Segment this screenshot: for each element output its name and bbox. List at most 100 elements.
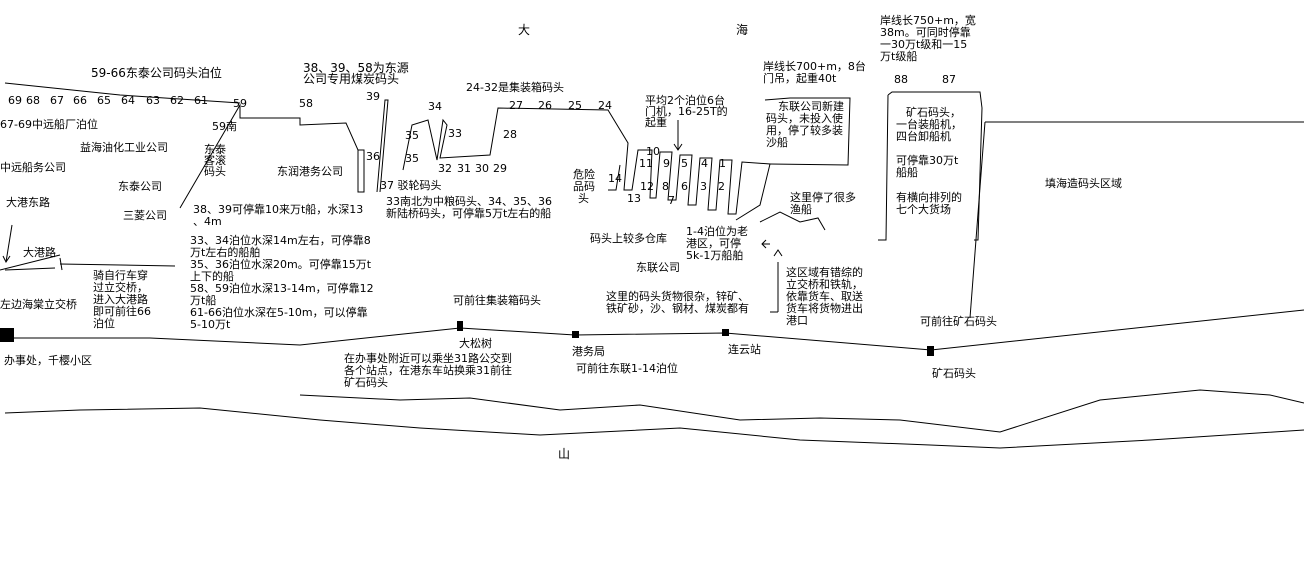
label-dagang-rd: 大港路 [23, 246, 56, 259]
label-donglian-co: 东联公司 [636, 261, 680, 274]
label-old-port-3: 5k-1万船舶 [686, 249, 744, 262]
west-coastline [4, 82, 241, 104]
arrow-avg-cranes-head [673, 143, 683, 151]
label-gangwuju: 港务局 [572, 345, 605, 358]
label-to-container: 可前往集装箱码头 [453, 294, 541, 307]
ore-pier-left [878, 94, 889, 241]
label-bike-3: 进入大港路 [93, 293, 148, 306]
fishing-coast [759, 211, 826, 231]
arrow-dagang-east-head [2, 255, 11, 263]
label-railway-4: 货车将货物进出 [786, 302, 863, 315]
berth-24: 24 [598, 99, 612, 112]
label-dock33-2: 新陆桥码头，可停靠5万t左右的船 [386, 207, 552, 220]
label-berth-info-3: 35、36泊位水深20m。可停靠15万t [190, 258, 372, 271]
label-berth-info-7: 61-66泊位水深在5-10m，可以停靠 [190, 306, 368, 319]
label-donglian-new-2: 码头，未投入使 [766, 112, 843, 125]
label-dongtai-co: 东泰公司 [118, 180, 162, 193]
dasongshu-marker [457, 321, 463, 331]
label-berth-30w-2: 船船 [896, 166, 918, 179]
label-to-ore: 可前往矿石码头 [920, 315, 997, 328]
mountain-label: 山 [558, 447, 571, 461]
label-bike-5: 泊位 [93, 317, 115, 330]
berth-61: 61 [194, 94, 208, 107]
berth-13: 13 [627, 192, 641, 205]
berth-1: 1 [719, 157, 726, 170]
mountain-ridge [299, 389, 1304, 433]
label-dangerous-2: 品码 [573, 180, 595, 193]
dagang-road-4 [4, 267, 56, 271]
berth-87: 87 [942, 73, 956, 86]
label-railway-1: 这区域有错综的 [786, 266, 863, 279]
label-donglian-new-3: 用，停了较多装 [766, 124, 843, 137]
label-ore-dock-3: 四台卸船机 [896, 130, 951, 143]
label-berth59-south: 59南 [212, 120, 237, 133]
label-avg-cranes-1: 平均2个泊位6台 [645, 94, 725, 107]
label-storage-2: 七个大货场 [896, 203, 951, 216]
berth-33: 33 [448, 127, 462, 140]
pier-34-outline [402, 107, 771, 221]
arrow-dagang-east [5, 224, 13, 263]
label-storage-1: 有横向排列的 [896, 191, 962, 204]
label-container-24-32: 24-32是集装箱码头 [466, 81, 564, 94]
label-dongtai-berth: 59-66东泰公司码头泊位 [91, 66, 222, 80]
dagang-road-3 [59, 263, 176, 267]
label-dangerous-1: 危险 [573, 168, 595, 181]
label-warehouse: 码头上较多仓库 [590, 232, 667, 245]
label-reclaim: 填海造码头区域 [1045, 177, 1122, 190]
main-road [8, 309, 1304, 351]
label-ferry37: 37 驳轮码头 [380, 179, 442, 192]
berth-59: 59 [233, 97, 247, 110]
label-dock33-1: 33南北为中粮码头、34、35、36 [386, 195, 552, 208]
label-dongtai-passenger-3: 码头 [204, 165, 226, 178]
label-to-donglian: 可前往东联1-14泊位 [576, 362, 678, 375]
label-avg-cranes-2: 门机，16-25T的 [645, 105, 728, 118]
label-dongyuan-2: 公司专用煤炭码头 [303, 72, 400, 86]
label-shoreline-750-3: 一30万t级和一15 [880, 38, 968, 51]
label-railway-3: 依靠货车、取送 [786, 290, 863, 303]
label-berth38-39-2: 、4m [193, 215, 222, 228]
label-bus-route-2: 各个站点，在港东车站换乘31前往 [344, 364, 512, 377]
berth-66: 66 [73, 94, 87, 107]
label-dongrun: 东润港务公司 [277, 165, 343, 178]
berth-35b: 35 [405, 152, 419, 165]
berth-88: 88 [894, 73, 908, 86]
pier-59-outline [179, 103, 365, 209]
label-left-bridge: 左边海棠立交桥 [0, 298, 77, 311]
berth-4: 4 [701, 157, 708, 170]
label-cosco-shipping: 中远船务公司 [0, 161, 66, 174]
label-ore-dock-2: 一台装船机， [896, 118, 962, 131]
label-shoreline-750-4: 万t级船 [880, 50, 918, 63]
label-ore-dock-1: 矿石码头， [906, 106, 961, 119]
berth-58: 58 [299, 97, 313, 110]
label-office: 办事处，千樱小区 [4, 354, 92, 367]
berth-29: 29 [493, 162, 507, 175]
label-bike-2: 过立交桥， [93, 281, 148, 294]
label-dongtai-passenger-2: 客滚 [204, 154, 226, 167]
label-berth-info-5: 58、59泊位水深13-14m，可停靠12 [190, 282, 374, 295]
label-avg-cranes-3: 起重 [645, 116, 667, 129]
label-dasongshu: 大松树 [459, 337, 492, 350]
label-berth-info-6: 万t船 [190, 294, 217, 307]
label-railway-5: 港口 [786, 314, 808, 327]
reclaim-left [969, 121, 986, 319]
label-dongtai-passenger-1: 东泰 [204, 143, 226, 156]
label-berth-info-2: 万t左右的船舶 [190, 246, 261, 259]
sea-label-left: 大 [518, 23, 531, 37]
donglian-new-pier [764, 97, 851, 166]
berth-30: 30 [475, 162, 489, 175]
berth-62: 62 [170, 94, 184, 107]
label-donglian-new-1: 东联公司新建 [778, 100, 844, 113]
berth-6: 6 [681, 180, 688, 193]
berth-26: 26 [538, 99, 552, 112]
berth-2: 2 [718, 180, 725, 193]
mountain-line [4, 407, 1304, 449]
label-bus-route-3: 矿石码头 [344, 376, 388, 389]
label-berth-30w-1: 可停靠30万t [896, 154, 959, 167]
label-railway-2: 立交桥和铁轨， [786, 278, 863, 291]
label-dagang-east-rd: 大港东路 [6, 196, 50, 209]
label-donglian-new-4: 沙船 [766, 136, 788, 149]
berth-10: 10 [646, 145, 660, 158]
label-cargo-1: 这里的码头货物很杂，锌矿、 [606, 290, 749, 303]
label-fishing-1: 这里停了很多 [790, 191, 856, 204]
